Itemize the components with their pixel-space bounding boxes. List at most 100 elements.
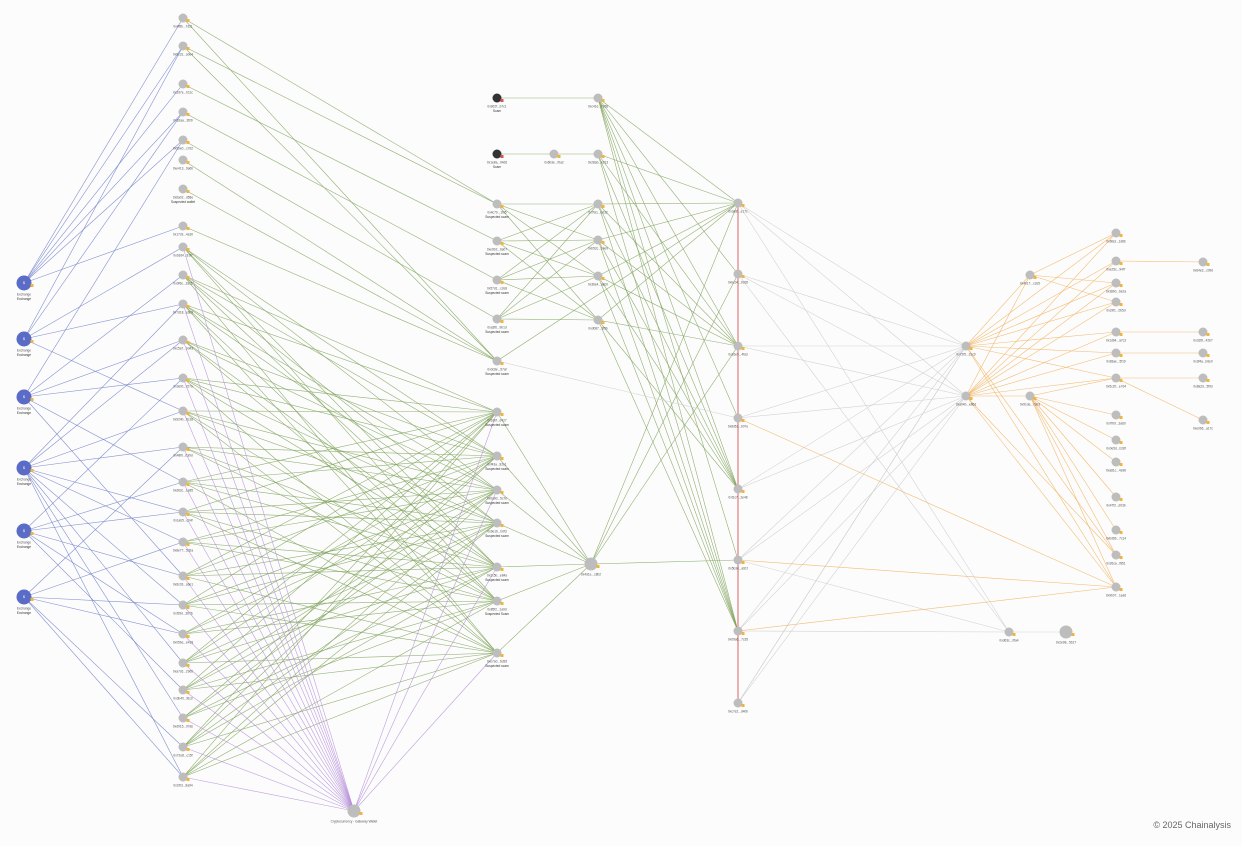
- exchange-icon[interactable]: [16, 275, 32, 291]
- address-node-icon[interactable]: [1059, 625, 1073, 639]
- address-node-icon[interactable]: [733, 698, 743, 708]
- address-node-icon[interactable]: [492, 648, 502, 658]
- node-a15[interactable]: 0x48f0...b39d: [173, 442, 193, 458]
- edge-b9-d7[interactable]: [597, 319, 739, 632]
- address-node-icon[interactable]: [178, 537, 188, 547]
- address-node-icon[interactable]: [1198, 327, 1208, 337]
- edge-a11-pool[interactable]: [182, 303, 355, 812]
- edge-a14-c7[interactable]: [182, 410, 498, 654]
- address-node-icon[interactable]: [178, 742, 188, 752]
- node-a8[interactable]: 0x17c9...4e30: [173, 221, 193, 237]
- node-a14[interactable]: 0x924b...6c18: [173, 406, 193, 422]
- node-b9[interactable]: 0xd087...3f5b: [588, 315, 608, 331]
- address-node-icon[interactable]: [1111, 435, 1121, 445]
- edge-a11-c6[interactable]: [182, 303, 498, 602]
- edge-m3-d7[interactable]: [597, 153, 739, 632]
- edge-b2-b6[interactable]: [496, 203, 599, 242]
- edge-a12-c3[interactable]: [182, 339, 498, 491]
- edge-a26-c6[interactable]: [182, 600, 498, 778]
- edge-ex5-a17[interactable]: [23, 511, 184, 532]
- edge-ex4-a20[interactable]: [23, 467, 184, 606]
- edge-a18-pool[interactable]: [182, 541, 355, 812]
- edge-a9-pool[interactable]: [182, 246, 355, 812]
- edge-ex4-a26[interactable]: [23, 467, 184, 778]
- node-a9[interactable]: 0xb3d4...81f7: [173, 242, 193, 258]
- edge-m2-d5[interactable]: [597, 97, 739, 490]
- edge-b2-b9[interactable]: [496, 240, 599, 321]
- edge-c3-hub[interactable]: [496, 489, 592, 565]
- edge-a24-c5[interactable]: [182, 566, 498, 719]
- edge-a2-b5[interactable]: [182, 45, 498, 362]
- edge-m2-d3[interactable]: [597, 97, 739, 347]
- edge-a25-c4[interactable]: [182, 522, 498, 748]
- address-node-icon[interactable]: [584, 557, 598, 571]
- edge-a10-c4[interactable]: [182, 274, 498, 524]
- address-node-icon[interactable]: [492, 485, 502, 495]
- edge-c5-hub[interactable]: [496, 563, 592, 568]
- edge-e2-g6[interactable]: [965, 352, 1117, 397]
- edge-a16-c1[interactable]: [182, 411, 498, 483]
- edge-ex6-a20[interactable]: [23, 596, 184, 606]
- node-g9[interactable]: 0x0e5d...b28f: [1106, 435, 1126, 451]
- edge-hub-d6[interactable]: [590, 559, 739, 565]
- edge-ex4-a17[interactable]: [23, 467, 184, 513]
- edge-ex3-a13[interactable]: [23, 377, 184, 398]
- edge-m2-d1[interactable]: [597, 97, 739, 204]
- node-g5[interactable]: 0x1d64...a7c3: [1106, 327, 1126, 343]
- edge-a11-c7[interactable]: [182, 303, 498, 654]
- edge-d1-e4[interactable]: [737, 202, 1010, 633]
- node-g8[interactable]: 0xf7b9...3a60: [1106, 410, 1126, 426]
- address-node-icon[interactable]: [961, 391, 971, 401]
- edge-b4-b6[interactable]: [496, 203, 599, 320]
- node-g11[interactable]: 0x47f2...d03b: [1106, 492, 1126, 508]
- edge-a10-c7[interactable]: [182, 274, 498, 654]
- edge-d6-e2[interactable]: [737, 395, 967, 561]
- edge-d2-e2[interactable]: [737, 273, 967, 397]
- node-a13[interactable]: 0x3e91...f27a: [173, 373, 193, 389]
- edge-e1-g6[interactable]: [965, 345, 1117, 354]
- address-node-icon[interactable]: [178, 772, 188, 782]
- edge-d5-e1[interactable]: [737, 345, 967, 490]
- edge-b6-d7[interactable]: [597, 203, 739, 632]
- edge-a20-pool[interactable]: [182, 604, 355, 812]
- node-m1[interactable]: 0x6b3e...f0a2: [544, 149, 564, 165]
- edge-f2-g11[interactable]: [1029, 395, 1117, 498]
- address-node-icon[interactable]: [178, 107, 188, 117]
- edge-a5-b4[interactable]: [182, 139, 498, 320]
- edge-a11-c4[interactable]: [182, 303, 498, 524]
- node-e2[interactable]: 0xa04b...e86d: [956, 391, 976, 407]
- node-a11[interactable]: 0x7d18...e6b9: [173, 299, 193, 315]
- address-node-icon[interactable]: [1111, 582, 1121, 592]
- edge-a25-c2[interactable]: [182, 455, 498, 748]
- edge-ex1-a1[interactable]: [23, 17, 184, 284]
- edge-a15-c6[interactable]: [182, 446, 498, 602]
- edge-b3-b8[interactable]: [496, 275, 599, 281]
- edge-ex4-a22[interactable]: [23, 467, 184, 664]
- edge-pool-c7[interactable]: [353, 652, 498, 812]
- edge-a10-c1[interactable]: [182, 274, 498, 413]
- address-node-icon[interactable]: [178, 79, 188, 89]
- edge-ex6-a15[interactable]: [23, 446, 184, 598]
- edge-a23-c4[interactable]: [182, 522, 498, 691]
- edge-a25-c1[interactable]: [182, 411, 498, 748]
- address-node-icon[interactable]: [733, 341, 743, 351]
- edge-f1-g4[interactable]: [1029, 274, 1117, 303]
- edge-a21-c3[interactable]: [182, 489, 498, 635]
- edge-a26-c1[interactable]: [182, 411, 498, 778]
- edge-d4-h2[interactable]: [737, 417, 1117, 588]
- edge-hub-d1[interactable]: [590, 202, 739, 565]
- address-node-icon[interactable]: [1111, 297, 1121, 307]
- edge-a22-c4[interactable]: [182, 522, 498, 664]
- edge-ex6-a25[interactable]: [23, 596, 184, 748]
- address-node-icon[interactable]: [492, 236, 502, 246]
- address-node-icon[interactable]: [593, 315, 603, 325]
- edge-a12-c2[interactable]: [182, 339, 498, 457]
- address-node-icon[interactable]: [593, 235, 603, 245]
- edge-a24-pool[interactable]: [182, 717, 355, 812]
- edge-e2-h1[interactable]: [965, 395, 1117, 556]
- node-m3[interactable]: 0x28ab...e913: [588, 149, 608, 165]
- edge-ex2-a14[interactable]: [23, 338, 184, 412]
